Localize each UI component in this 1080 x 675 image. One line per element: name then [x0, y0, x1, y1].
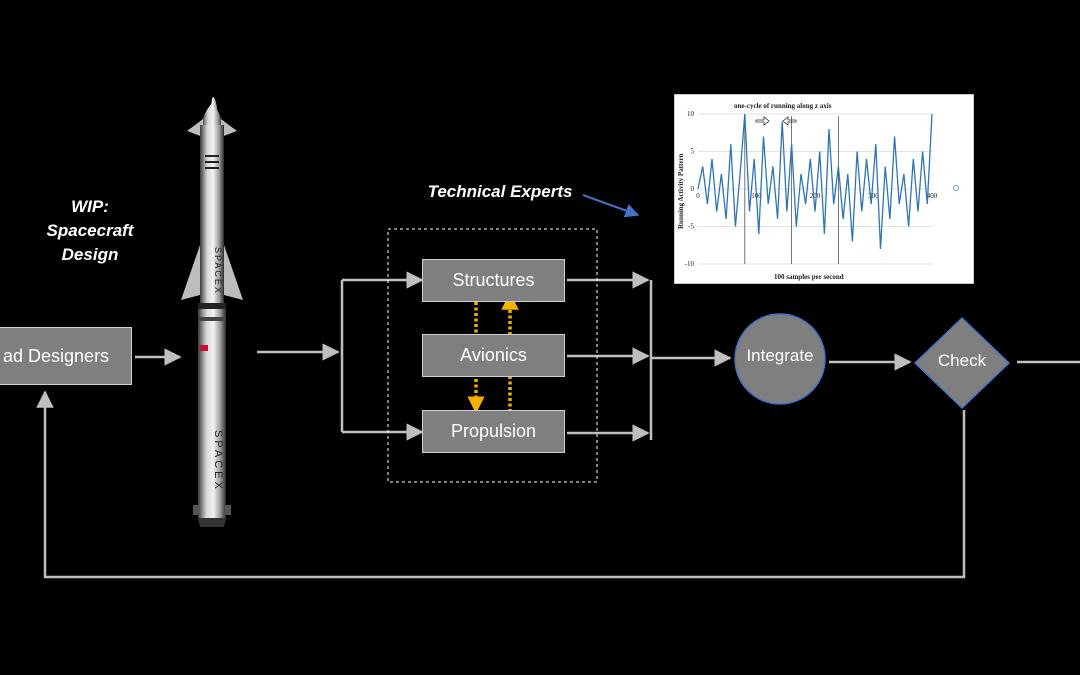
integrate-node: [734, 313, 826, 405]
x-tick-label: 0: [696, 192, 700, 200]
check-label[interactable]: Check: [937, 351, 987, 370]
feedback-loop: [36, 390, 966, 579]
avionics-box[interactable]: Avionics: [422, 334, 565, 377]
wip-caption: WIP: Spacecraft Design: [30, 195, 150, 267]
forward-flap-right: [221, 119, 237, 137]
chart-title: one-cycle of running along z axis: [734, 102, 832, 110]
chart-ylabel: Running Activity Pattern: [677, 153, 685, 229]
y-tick-label: 0: [691, 185, 695, 193]
cycle-markers: [755, 116, 797, 126]
rocket-brand-lower: SPACEX: [212, 430, 224, 492]
structures-box[interactable]: Structures: [422, 259, 565, 302]
propulsion-box[interactable]: Propulsion: [422, 410, 565, 453]
x-tick-label: 200: [810, 192, 821, 200]
forward-flap-left: [187, 119, 203, 137]
y-tick-label: -5: [688, 223, 694, 231]
check-node: [913, 316, 1011, 410]
integrate-label[interactable]: Integrate: [746, 346, 814, 365]
technical-experts-caption: Technical Experts: [427, 182, 573, 201]
booster-body: [198, 303, 226, 518]
chart-handle: [953, 185, 959, 191]
aft-flap-right: [224, 245, 243, 300]
running-activity-chart: one-cycle of running along z axis 100 sa…: [674, 94, 974, 284]
chart-xlabel: 100 samples per second: [774, 273, 844, 281]
wip-line-2: Spacecraft: [46, 221, 134, 240]
series-line: [697, 113, 933, 250]
x-tick-label: 400: [927, 192, 938, 200]
lead-designers-box[interactable]: ad Designers: [0, 327, 132, 385]
aft-flap-left: [181, 245, 200, 300]
starship-rocket-image: SPACEX SPACEX: [181, 97, 243, 527]
rocket-brand-upper: SPACEX: [213, 247, 223, 295]
wip-line-1: WIP:: [71, 197, 109, 216]
experts-group-frame: [387, 228, 598, 483]
x-tick-label: 300: [868, 192, 879, 200]
y-tick-label: 10: [687, 110, 695, 118]
y-tick-label: 5: [691, 148, 695, 156]
pointer-arrow-experts: [582, 194, 640, 218]
wip-line-3: Design: [61, 245, 119, 264]
y-tick-label: -10: [685, 260, 695, 268]
